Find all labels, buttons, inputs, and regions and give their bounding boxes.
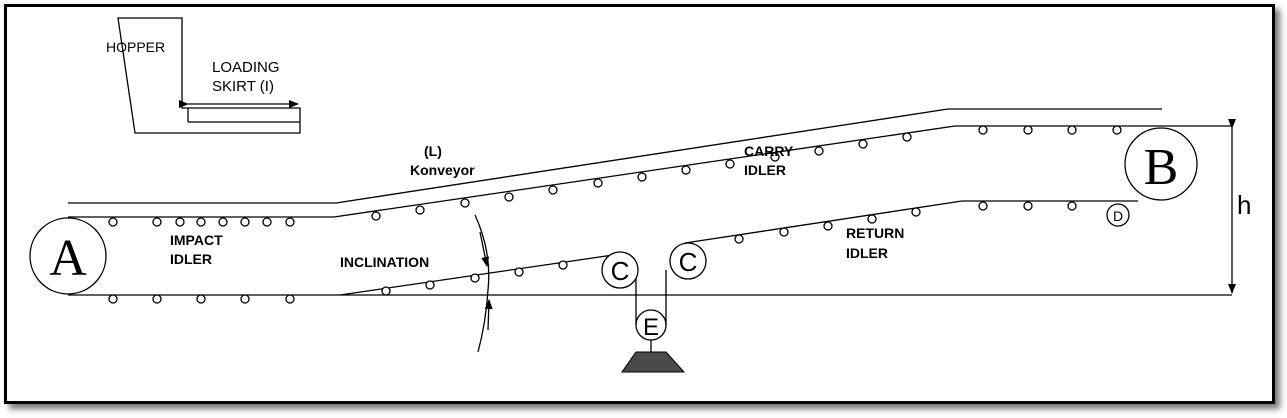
loading-skirt-label-2: SKIRT (I)	[212, 78, 274, 95]
return-belt-right	[684, 200, 1138, 244]
carry-idlers	[108, 125, 1122, 227]
return-idlers	[108, 201, 1077, 304]
pulley-d-label: D	[1113, 208, 1123, 224]
impact-idler-label-2: IDLER	[170, 251, 212, 267]
carry-idler-label-2: IDLER	[744, 162, 786, 178]
impact-idler-label-1: IMPACT	[170, 232, 223, 248]
pulley-e: E	[621, 309, 686, 373]
counterweight	[621, 351, 686, 373]
pulley-d: D	[1106, 203, 1130, 227]
carry-idler-label-1: CARRY	[744, 143, 794, 159]
return-idler-label-2: IDLER	[846, 245, 888, 261]
loading-skirt-label-1: LOADING	[212, 59, 280, 76]
pulley-a-label: A	[49, 230, 87, 287]
pulley-b: B	[1124, 127, 1198, 201]
hopper-label: HOPPER	[106, 39, 165, 55]
konveyor-label-2: Konveyor	[410, 162, 475, 178]
pulley-a: A	[29, 217, 107, 295]
inclination-label: INCLINATION	[340, 254, 429, 270]
pulley-c-right-label: C	[679, 247, 698, 277]
pulley-b-label: B	[1144, 139, 1179, 196]
height-label: h	[1237, 190, 1251, 220]
pulley-c-left: C	[601, 251, 639, 289]
pulley-e-label: E	[643, 314, 659, 341]
pulley-c-left-label: C	[611, 256, 630, 286]
material-load-line	[68, 108, 1162, 204]
carry-belt	[68, 125, 1232, 218]
hopper	[117, 17, 301, 134]
inclination-arc	[474, 214, 490, 353]
return-idler-label-1: RETURN	[846, 225, 904, 241]
pulley-c-right: C	[669, 242, 707, 280]
diagram-frame	[4, 4, 1275, 404]
konveyor-label-1: (L)	[424, 143, 442, 159]
